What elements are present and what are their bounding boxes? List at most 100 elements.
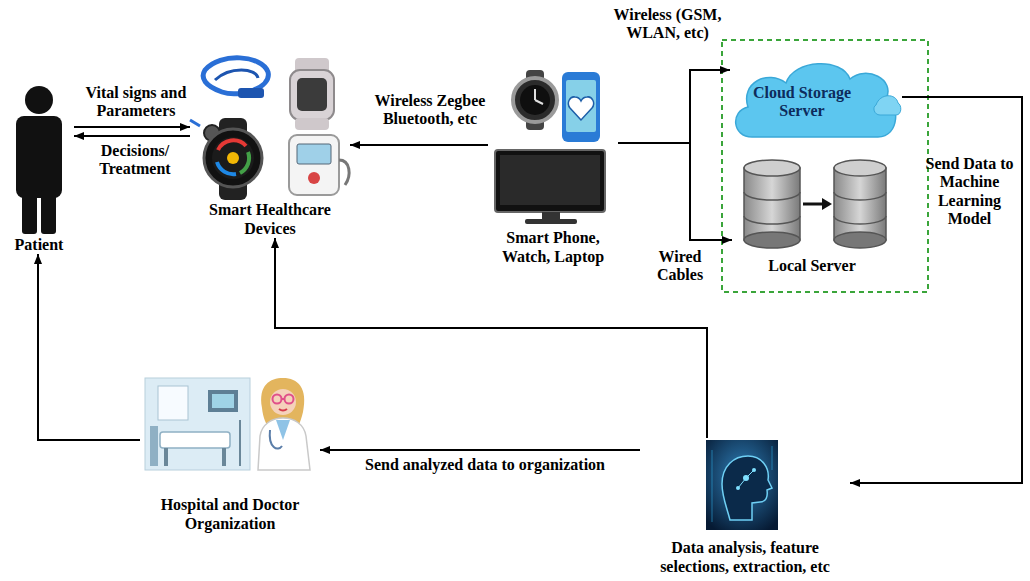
devices-picture	[542, 212, 560, 220]
devices-picture	[238, 88, 264, 98]
devices-picture	[227, 152, 239, 164]
hospital-picture	[164, 448, 168, 466]
hospital-picture	[145, 378, 250, 470]
devices-picture	[568, 97, 593, 120]
doctor-picture	[273, 395, 282, 404]
patient-figure	[41, 190, 56, 234]
cloud-shape	[736, 64, 896, 137]
devices-picture	[212, 137, 254, 179]
doctor-picture	[276, 420, 290, 440]
device-node: Smart Phone, Watch, Laptop	[488, 68, 618, 266]
database-symbol	[834, 168, 886, 240]
devices-picture	[500, 155, 600, 205]
devices-picture	[215, 70, 258, 80]
devices-picture	[190, 58, 349, 200]
node-label: Patient	[4, 236, 74, 254]
patient-figure	[25, 86, 53, 114]
edge-label: Wireless Zegbee Bluetooth, etc	[355, 92, 505, 129]
ai-picture	[712, 450, 713, 522]
devices-picture	[218, 140, 246, 150]
edge-label: Send Data to Machine Learning Model	[922, 155, 1017, 229]
ai-picture	[746, 470, 754, 478]
edge-label: Vital signs and Parameters	[76, 84, 196, 121]
server-node: Local Server	[732, 155, 892, 275]
device-node: Smart Healthcare Devices	[190, 52, 350, 238]
hospital-picture	[239, 420, 241, 466]
database-symbol	[834, 232, 886, 248]
node-label: Data analysis, feature selections, extra…	[640, 539, 850, 576]
connector-arrow	[350, 144, 488, 146]
hospital-picture	[150, 426, 158, 466]
node-label: Local Server	[732, 257, 892, 275]
node-label: Smart Phone, Watch, Laptop	[488, 229, 618, 266]
devices-picture	[513, 78, 557, 122]
patient-figure	[22, 190, 37, 234]
database-symbol	[744, 232, 800, 248]
ai-picture	[706, 440, 778, 530]
database-symbol	[803, 203, 824, 206]
devices-picture	[297, 78, 327, 111]
connector-arrow	[38, 254, 140, 440]
node-label: Hospital and Doctor Organization	[140, 496, 320, 533]
connector-arrow	[74, 135, 190, 137]
hospital-picture	[222, 448, 226, 466]
doctor-picture	[270, 430, 282, 449]
devices-picture	[495, 70, 605, 224]
organization-node: Hospital and Doctor Organization	[140, 375, 320, 533]
devices-picture	[308, 172, 320, 184]
devices-picture	[204, 129, 262, 187]
node-label: Cloud Storage Server	[738, 84, 866, 121]
database-symbol	[744, 160, 800, 176]
devices-picture	[534, 89, 536, 100]
patient-figure	[16, 86, 62, 234]
database-symbol	[744, 192, 800, 224]
cloud-shape	[874, 96, 901, 115]
devices-picture	[535, 100, 543, 104]
database-symbol	[744, 168, 800, 240]
devices-picture	[520, 85, 550, 115]
devices-picture	[525, 219, 577, 224]
devices-picture	[295, 118, 329, 130]
node-label: Smart Healthcare Devices	[190, 201, 350, 238]
hospital-picture	[145, 378, 250, 470]
database-symbol	[834, 160, 886, 176]
doctor-picture	[281, 398, 285, 400]
devices-picture	[297, 144, 331, 164]
doctor-picture	[258, 418, 310, 470]
edge-label: Send analyzed data to organization	[330, 456, 640, 474]
patient-node: Patient	[4, 82, 74, 254]
connector-arrow	[320, 449, 640, 451]
ai-picture	[706, 440, 778, 530]
devices-picture	[240, 152, 249, 173]
hospital-picture	[160, 432, 230, 448]
doctor-picture	[279, 409, 287, 411]
cloud-node: Cloud Storage Server	[730, 55, 902, 145]
doctor-picture	[285, 395, 294, 404]
edge-label: Decisions/ Treatment	[80, 142, 190, 179]
connector-arrow	[850, 97, 1022, 483]
hospital-picture	[208, 390, 238, 412]
doctor-picture	[258, 378, 310, 470]
database-symbol	[744, 160, 886, 248]
analysis-node: Data analysis, feature selections, extra…	[640, 438, 850, 576]
devices-picture	[566, 80, 596, 132]
connector-arrow	[74, 126, 190, 128]
connector-arrow	[618, 143, 732, 240]
devices-picture	[190, 120, 200, 126]
server-region	[722, 40, 928, 292]
patient-figure	[16, 116, 62, 198]
edge-label: Wired Cables	[640, 248, 720, 285]
ai-picture	[722, 456, 772, 520]
connector-arrow	[275, 238, 707, 438]
edge-label: Wireless (GSM, WLAN, etc)	[605, 6, 730, 43]
devices-picture	[495, 150, 605, 212]
devices-picture	[339, 160, 349, 185]
doctor-picture	[270, 389, 296, 415]
database-symbol	[834, 192, 886, 224]
devices-picture	[562, 72, 600, 142]
hospital-picture	[158, 386, 188, 420]
database-symbol	[822, 198, 832, 210]
ai-picture	[738, 478, 746, 488]
connector-arrow	[618, 70, 730, 143]
ai-picture	[772, 446, 773, 470]
